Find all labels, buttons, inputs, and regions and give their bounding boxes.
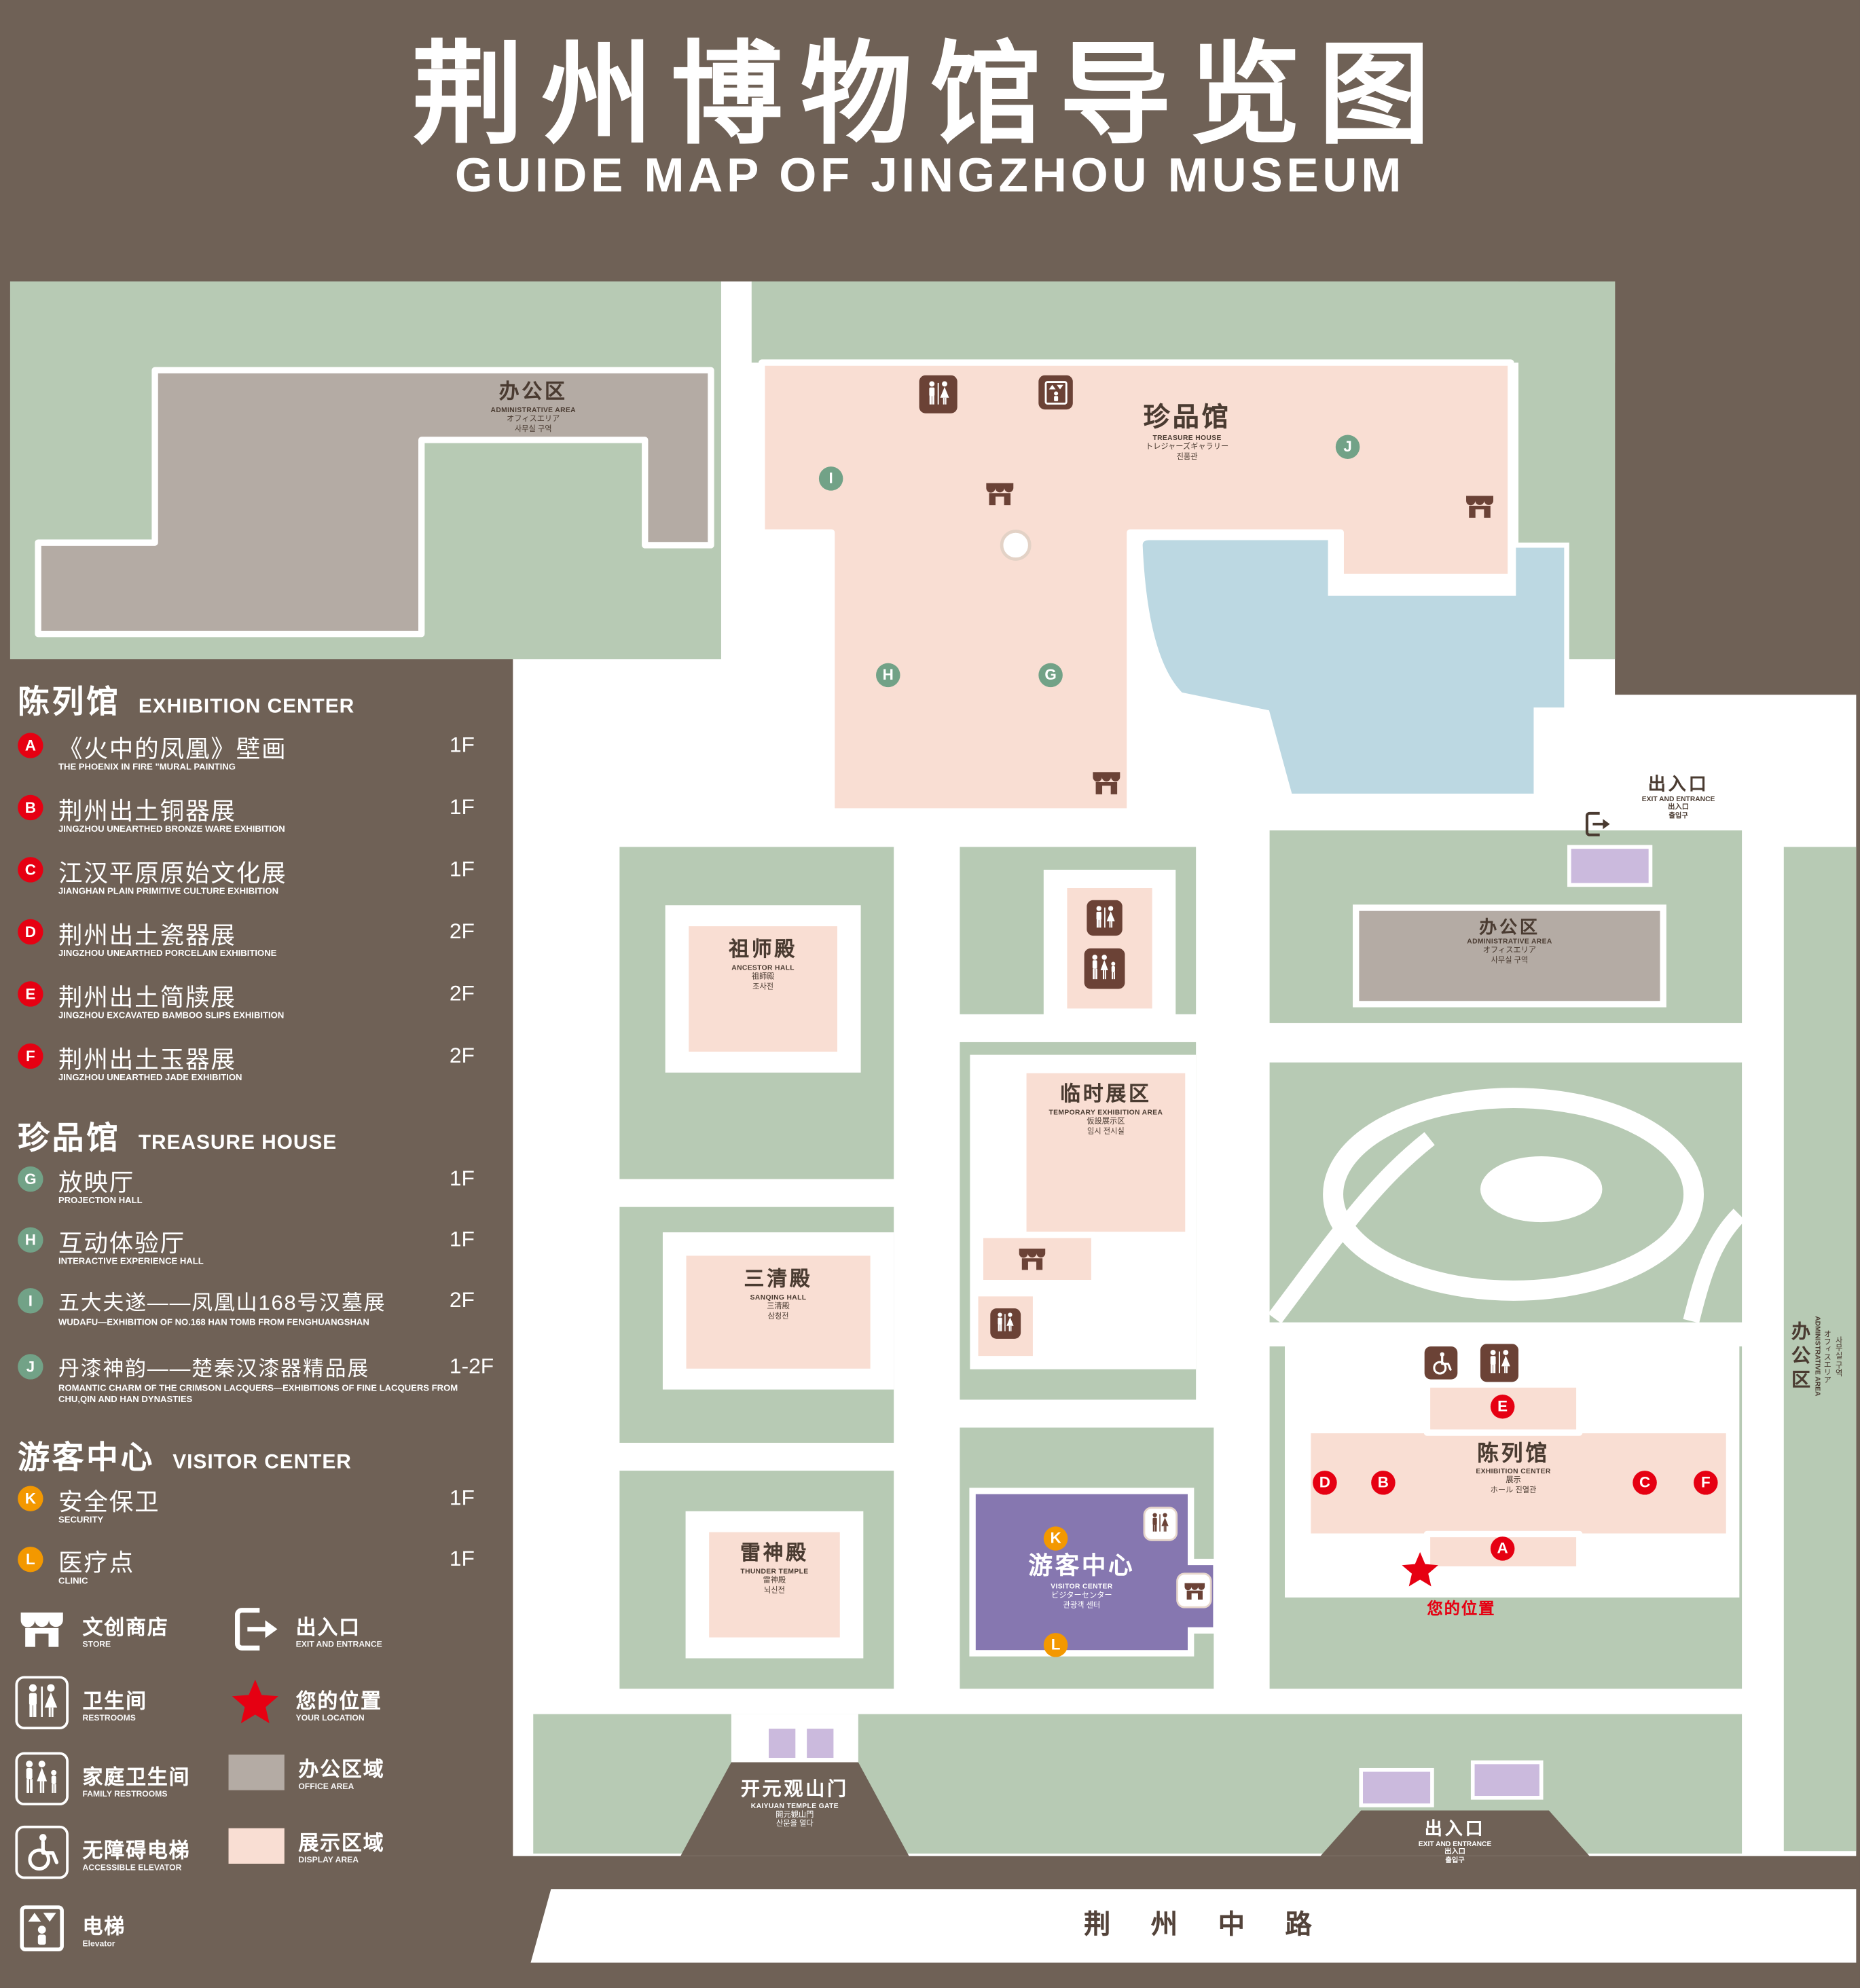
map-marker-g: G [1038, 663, 1063, 688]
map-marker-l: L [1043, 1633, 1068, 1657]
road-band [530, 1889, 1857, 1963]
marker-e: E [18, 981, 43, 1007]
label-admin-east: 办公区 ADMINISTRATIVE AREA オフィスエリア 사무실 구역 [1467, 917, 1552, 965]
marker-j: J [18, 1354, 43, 1380]
legend-heading-treasure-house: 珍品馆 TREASURE HOUSE [18, 1120, 338, 1156]
legend-heading-visitor-center: 游客中心 VISITOR CENTER [18, 1440, 352, 1476]
marker-l: L [18, 1547, 43, 1572]
road-label: 荆 州 中 路 [1084, 1911, 1329, 1940]
exit-buildings [765, 845, 1653, 1807]
marker-b: B [18, 794, 43, 821]
map-marker-a: A [1490, 1536, 1515, 1561]
label-sanqing-hall: 三清殿 SANQING HALL 三清殿 삼청전 [744, 1269, 813, 1321]
your-location-icon [1399, 1549, 1441, 1591]
elevator-icon [1038, 375, 1073, 410]
building-sanqing-hall [680, 1249, 877, 1376]
store-icon [1089, 766, 1123, 800]
marker-f: F [18, 1043, 43, 1069]
marker-k: K [18, 1486, 43, 1511]
exit-icon [1582, 809, 1613, 839]
map-marker-h: H [876, 663, 900, 688]
restrooms-icon [15, 1676, 69, 1729]
exit-northeast: 出入口 EXIT AND ENTRANCE 出入口 출입구 [1641, 773, 1715, 821]
restrooms-icon [990, 1308, 1021, 1339]
label-thunder-temple: 雷神殿 THUNDER TEMPLE 雷神殿 뇌신전 [740, 1543, 809, 1595]
page-title: 荆州博物馆导览图 [412, 31, 1448, 158]
map-marker-b: B [1371, 1471, 1396, 1495]
store-icon [1463, 490, 1497, 523]
label-admin-northwest: 办公区 ADMINISTRATIVE AREA オフィスエリア 사무실 구역 [490, 382, 576, 434]
exit-icon [229, 1602, 282, 1655]
map-marker-j: J [1335, 435, 1360, 459]
marker-d: D [18, 919, 43, 945]
marker-c: C [18, 857, 43, 883]
building-admin-northwest [35, 367, 714, 638]
display-buildings [680, 359, 1733, 1644]
marker-h: H [18, 1227, 43, 1253]
label-visitor-center: 游客中心 VISITOR CENTER ビジターセンター 관광객 센터 [1028, 1553, 1135, 1610]
store-icon [1178, 1575, 1210, 1606]
family-restrooms-icon [1084, 948, 1125, 989]
store-icon [15, 1602, 69, 1655]
label-temporary-exhibition: 临时展区 TEMPORARY EXHIBITION AREA 仮設展示区 임시 … [1048, 1084, 1163, 1136]
elevator-icon [15, 1902, 69, 1955]
building-treasure-house [759, 359, 1514, 815]
exit-south: 出入口 EXIT AND ENTRANCE 出入口 출입구 [1418, 1818, 1492, 1866]
pavilion [1000, 530, 1032, 561]
map-marker-d: D [1313, 1471, 1337, 1495]
map-marker-e: E [1490, 1395, 1515, 1419]
store-icon [1016, 1242, 1049, 1276]
your-location-icon [229, 1676, 282, 1729]
restrooms-icon [1145, 1509, 1176, 1539]
restrooms-icon [1480, 1344, 1519, 1382]
marker-a: A [18, 733, 43, 758]
legend-heading-exhibition-center: 陈列馆 EXHIBITION CENTER [18, 684, 355, 720]
restrooms-icon [919, 375, 958, 413]
marker-i: I [18, 1288, 43, 1314]
accessible-elevator-icon [1424, 1346, 1458, 1380]
store-icon [983, 477, 1017, 511]
label-kaiyuan-gate: 开元观山门 KAIYUAN TEMPLE GATE 開元観山門 산문을 열다 [740, 1778, 849, 1829]
gate-wedges [680, 1762, 1590, 1856]
display-area-swatch [228, 1827, 285, 1863]
office-area-swatch [228, 1754, 285, 1790]
family-restrooms-icon [15, 1752, 69, 1806]
building-ancestor-hall [682, 919, 844, 1059]
label-exhibition-center: 陈列馆 EXHIBITION CENTER 展示 ホール 진열관 [1476, 1441, 1551, 1495]
page-subtitle: GUIDE MAP OF JINGZHOU MUSEUM [454, 149, 1406, 203]
label-treasure-house: 珍品馆 TREASURE HOUSE トレジャーズギャラリー 진품관 [1143, 403, 1231, 462]
building-thunder-temple [702, 1526, 847, 1644]
map-marker-c: C [1633, 1471, 1657, 1495]
marker-g: G [18, 1166, 43, 1192]
accessible-elevator-icon [15, 1825, 69, 1879]
building-temporary-exhibition [1020, 1067, 1192, 1238]
building-admin-east [1353, 904, 1666, 1008]
garden-paths [1268, 1088, 1746, 1324]
pond [1137, 535, 1569, 799]
label-ancestor-hall: 祖师殿 ANCESTOR HALL 祖師殿 조사전 [729, 939, 798, 991]
label-admin-strip: 办公区 ADMINISTRATIVE AREA オフィスエリア 사무실 구역 [1789, 1316, 1841, 1397]
map-marker-i: I [818, 466, 843, 491]
map-marker-f: F [1694, 1471, 1718, 1495]
your-location-label: 您的位置 [1427, 1600, 1496, 1618]
map-marker-k: K [1043, 1526, 1068, 1551]
restrooms-icon [1087, 900, 1123, 936]
